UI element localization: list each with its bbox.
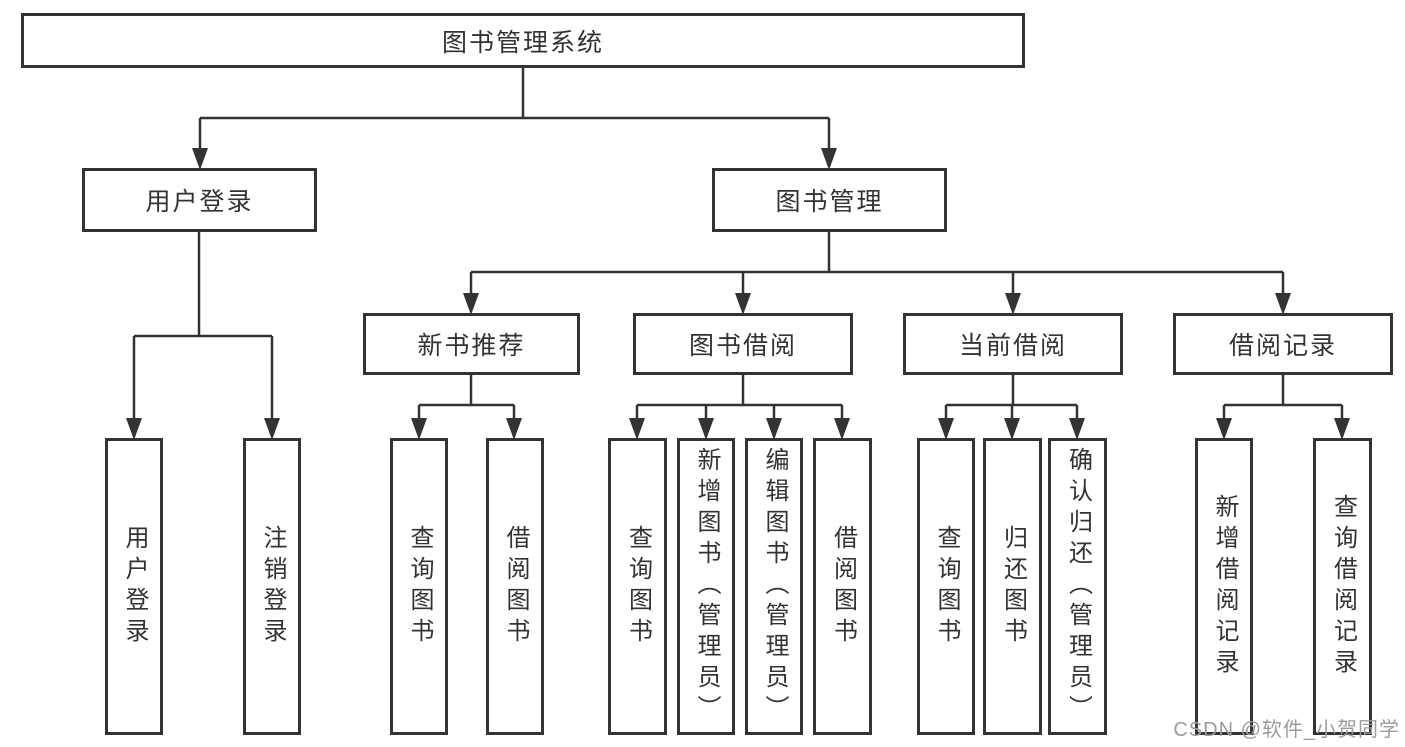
connector-new-book-to-leaves [417,375,516,420]
connector-borrow-records-to-leaves [1222,375,1344,420]
leaf-return-book: 归还图书 [983,438,1042,735]
leaf-query-borrow-record: 查询借阅记录 [1313,438,1372,735]
leaf-borrow-books-recommend: 借阅图书 [486,438,544,735]
node-borrow-records: 借阅记录 [1173,313,1393,375]
node-new-book-recommend: 新书推荐 [363,313,580,375]
leaf-user-login: 用户登录 [105,438,163,735]
node-user-login: 用户登录 [82,168,317,232]
node-book-management: 图书管理 [712,168,947,232]
leaf-logout: 注销登录 [243,438,301,735]
leaf-add-borrow-record: 新增借阅记录 [1195,438,1253,735]
connector-current-borrow-to-leaves [944,375,1079,420]
node-book-borrow: 图书借阅 [633,313,853,375]
leaf-query-books-current: 查询图书 [917,438,975,735]
connector-user-login-to-leaves [132,232,274,420]
csdn-watermark: CSDN @软件_小贺同学 [1173,719,1400,741]
connector-book-management-to-level3 [469,232,1285,296]
node-root-library-system: 图书管理系统 [21,13,1025,68]
leaf-query-books-recommend: 查询图书 [390,438,448,735]
leaf-confirm-return-admin: 确认归还（管理员） [1048,438,1107,735]
connector-root-to-level2 [198,68,831,150]
leaf-add-book-admin: 新增图书（管理员） [677,438,735,735]
leaf-edit-book-admin: 编辑图书（管理员） [745,438,803,735]
connector-book-borrow-to-leaves [635,375,844,420]
node-current-borrow: 当前借阅 [903,313,1123,375]
leaf-borrow-books: 借阅图书 [813,438,872,735]
leaf-query-books-borrow: 查询图书 [608,438,667,735]
